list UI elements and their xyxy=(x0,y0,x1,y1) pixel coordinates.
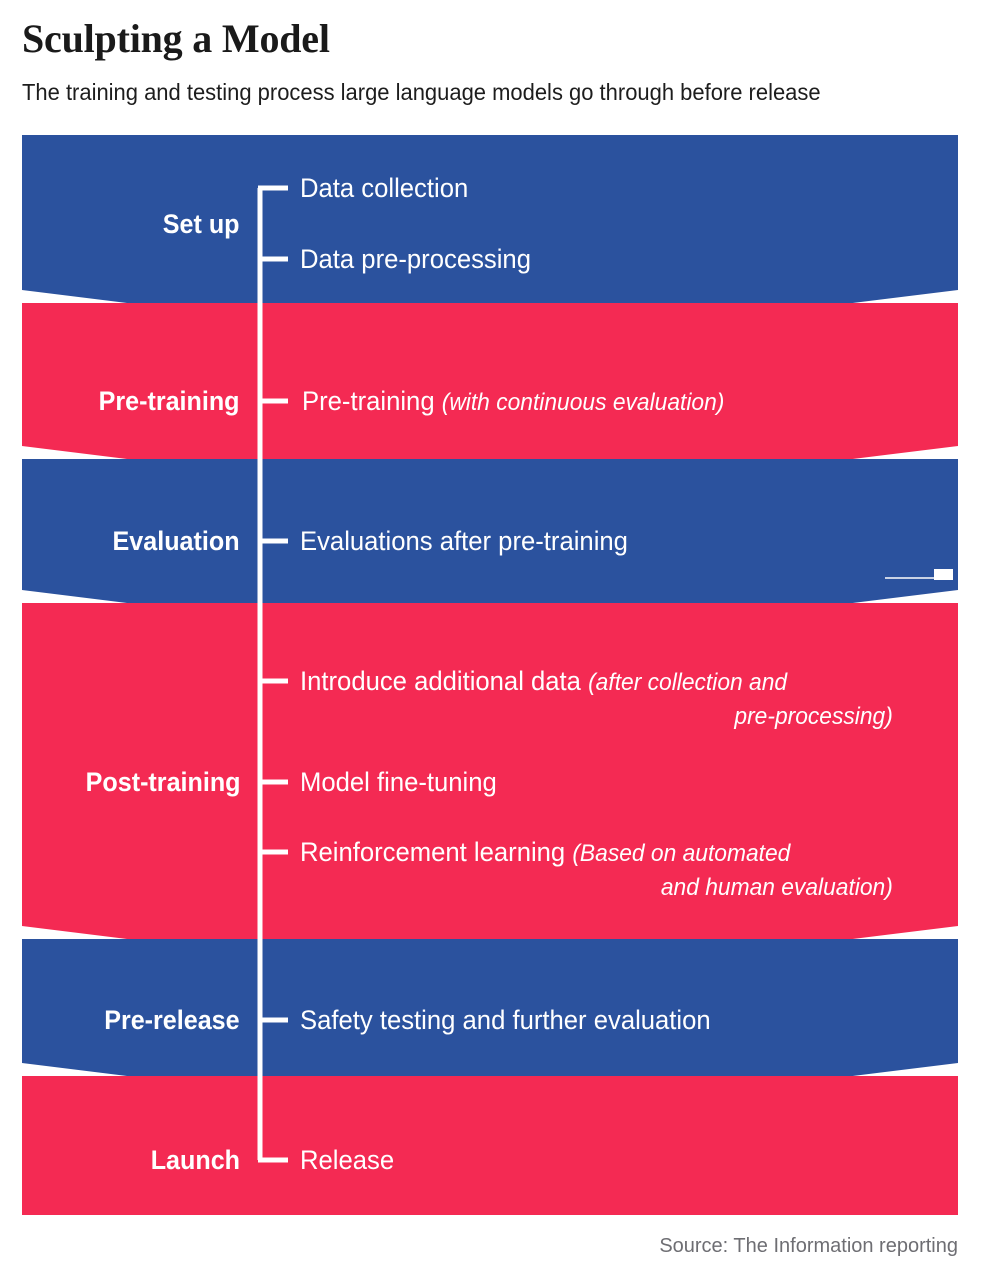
item-introduce-additional-data-main: Introduce additional data xyxy=(300,666,581,696)
item-reinforcement-learning: Reinforcement learning (Based on automat… xyxy=(300,835,893,905)
item-introduce-additional-data: Introduce additional data (after collect… xyxy=(300,664,893,734)
item-evaluations-after-pre-training: Evaluations after pre-training xyxy=(300,526,628,556)
item-pre-training-note: (with continuous evaluation) xyxy=(441,389,725,416)
item-introduce-additional-data-note2: pre-processing) xyxy=(734,703,893,730)
band-shape-pre-training xyxy=(22,303,958,504)
item-reinforcement-learning-note2: and human evaluation) xyxy=(660,874,893,901)
source-credit: Source: The Information reporting xyxy=(659,1235,958,1257)
item-pre-training-main: Pre-training xyxy=(302,386,435,416)
stage-label-launch: Launch xyxy=(150,1145,240,1175)
stage-label-set-up: Set up xyxy=(163,209,240,239)
band-shape-launch xyxy=(22,1076,958,1215)
page-subtitle: The training and testing process large l… xyxy=(22,79,821,105)
stage-label-pre-training: Pre-training xyxy=(99,386,240,416)
item-safety-testing: Safety testing and further evaluation xyxy=(300,1005,711,1035)
artifact-line xyxy=(885,577,937,579)
item-data-pre-processing: Data pre-processing xyxy=(300,244,531,274)
band-shape-post-training xyxy=(22,603,958,984)
item-reinforcement-learning-note: (Based on automated xyxy=(572,840,791,867)
item-model-fine-tuning: Model fine-tuning xyxy=(300,767,497,797)
artifact-box xyxy=(934,569,953,580)
band-shape-evaluation xyxy=(22,459,958,648)
item-pre-training: Pre-training (with continuous evaluation… xyxy=(302,384,724,420)
item-introduce-additional-data-note: (after collection and xyxy=(588,669,788,696)
stage-label-evaluation: Evaluation xyxy=(113,526,240,556)
stage-label-pre-release: Pre-release xyxy=(104,1005,240,1035)
item-release: Release xyxy=(300,1145,395,1175)
band-shape-pre-release xyxy=(22,939,958,1121)
connector-ticks xyxy=(258,185,288,1163)
stage-label-post-training: Post-training xyxy=(85,767,240,797)
page-title: Sculpting a Model xyxy=(22,16,330,61)
band-shape-set-up xyxy=(22,135,958,348)
item-reinforcement-learning-main: Reinforcement learning xyxy=(300,837,566,867)
item-data-collection: Data collection xyxy=(300,173,469,203)
